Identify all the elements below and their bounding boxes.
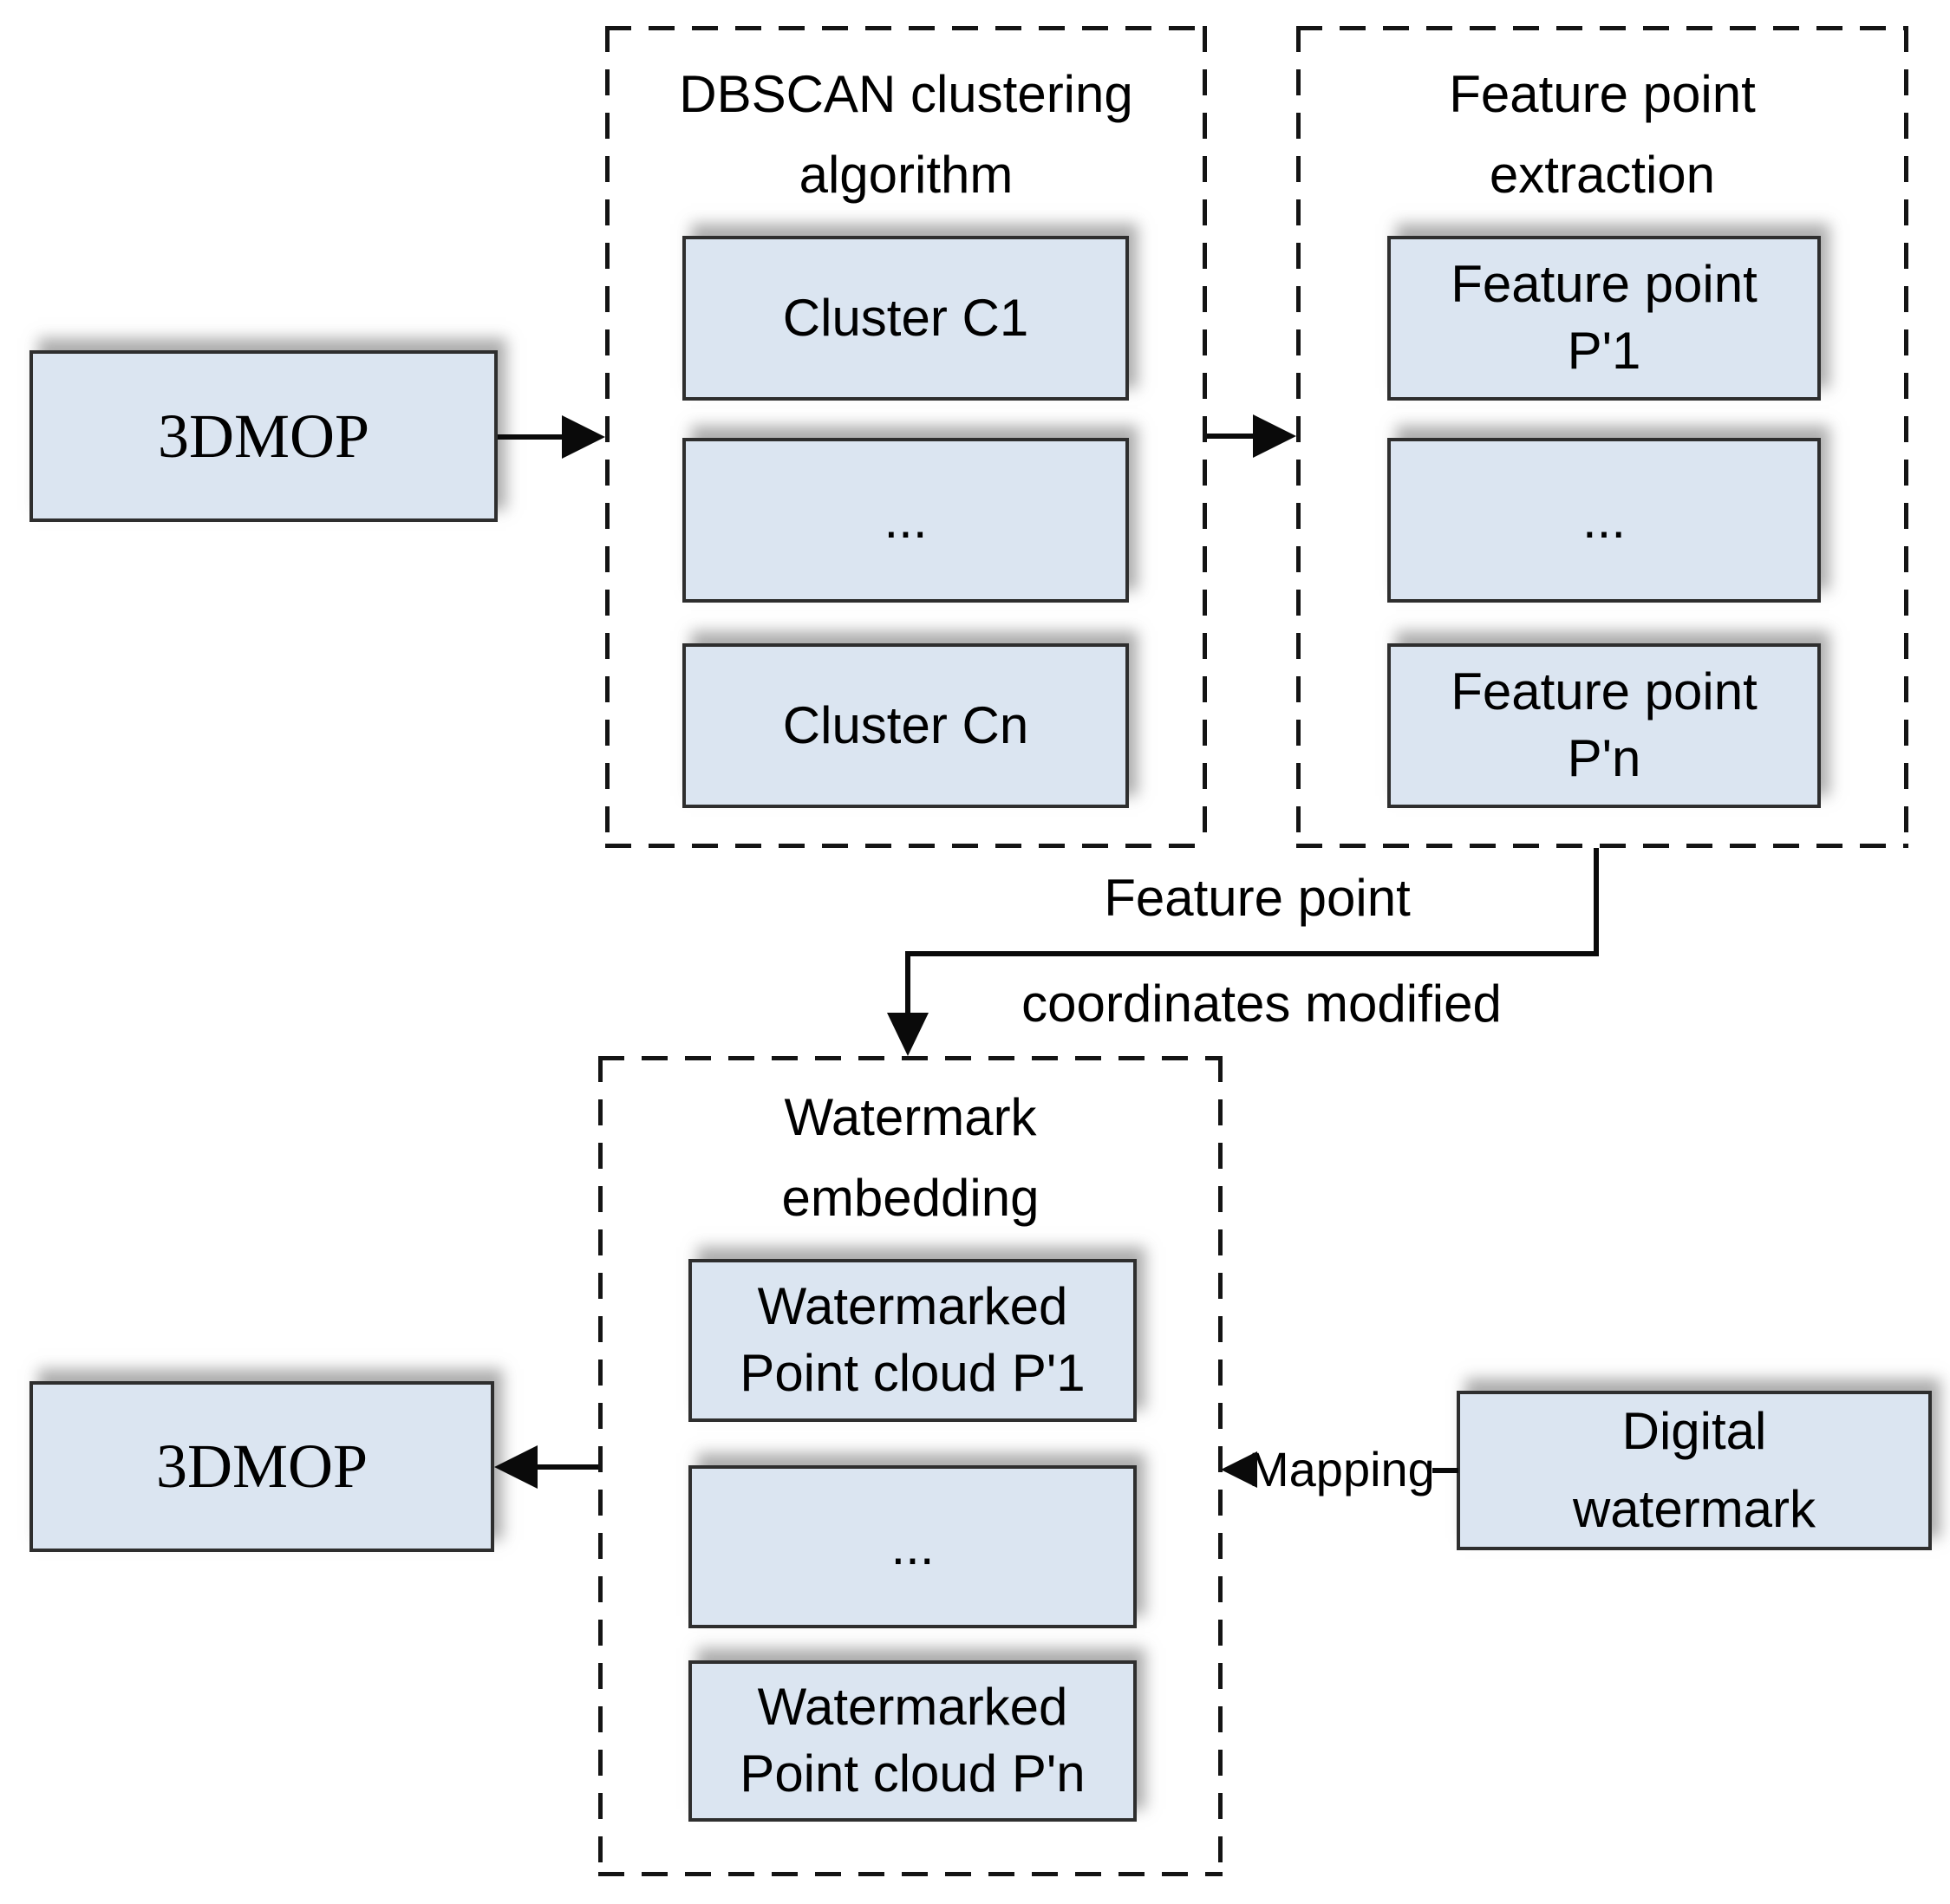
connector-horizontal-line: [905, 951, 1599, 956]
extraction-border-bottom: [1296, 844, 1908, 848]
embedding-border-top: [598, 1056, 1223, 1060]
watermarked-ellipsis-label: ...: [890, 1516, 935, 1575]
extraction-border-top: [1296, 26, 1908, 30]
output-3dmop-label: 3DMOP: [155, 1431, 368, 1502]
arrow-source-to-clustering-line: [498, 434, 567, 440]
extraction-container: Feature point extraction Feature point P…: [1296, 26, 1908, 848]
feature-point-pn-line1: Feature point: [1451, 662, 1758, 721]
mapping-label: Mapping: [1249, 1442, 1435, 1496]
digital-watermark-label-line2: watermark: [1572, 1480, 1816, 1538]
clustering-border-right: [1203, 26, 1207, 848]
connector-embedding-down-head: [887, 1013, 929, 1056]
extraction-border-left: [1296, 26, 1301, 848]
embedding-title-line2: embedding: [781, 1169, 1040, 1227]
clustering-border-top: [605, 26, 1207, 30]
connector-extraction-down-line: [1594, 848, 1599, 956]
mapping-connector-line: [1432, 1468, 1458, 1473]
watermarked-p1-line1: Watermarked: [757, 1277, 1068, 1336]
watermarked-p1-node: Watermarked Point cloud P'1: [688, 1259, 1137, 1422]
feature-point-ellipsis-label: ...: [1582, 490, 1626, 549]
feature-point-pn-node: Feature point P'n: [1387, 643, 1821, 808]
feature-point-p1-node: Feature point P'1: [1387, 236, 1821, 401]
clustering-title: DBSCAN clustering algorithm: [605, 54, 1207, 215]
clustering-border-bottom: [605, 844, 1207, 848]
cluster-c1-label: Cluster C1: [782, 288, 1029, 347]
embedding-border-left: [598, 1056, 603, 1876]
source-3dmop-label: 3DMOP: [157, 401, 370, 471]
cluster-c1-node: Cluster C1: [682, 236, 1129, 401]
arrow-clustering-to-extraction-head: [1253, 414, 1296, 458]
extraction-title-line1: Feature point: [1449, 65, 1756, 123]
embedding-container: Watermark embedding Watermarked Point cl…: [598, 1056, 1223, 1876]
arrow-source-to-clustering-head: [562, 415, 605, 459]
digital-watermark-label-line1: Digital: [1621, 1402, 1767, 1460]
mapping-arrow-head: [1221, 1451, 1257, 1488]
watermarked-pn-line2: Point cloud P'n: [740, 1744, 1086, 1803]
clustering-title-line1: DBSCAN clustering: [679, 65, 1133, 123]
extraction-border-right: [1904, 26, 1908, 848]
arrow-embedding-to-output-line: [532, 1464, 598, 1470]
feature-point-p1-line1: Feature point: [1451, 255, 1758, 314]
source-3dmop-node: 3DMOP: [29, 350, 498, 522]
arrow-embedding-to-output-head: [494, 1445, 538, 1489]
output-3dmop-node: 3DMOP: [29, 1381, 494, 1552]
watermarked-ellipsis-node: ...: [688, 1465, 1137, 1628]
clustering-border-left: [605, 26, 610, 848]
arrow-clustering-to-extraction-line: [1207, 434, 1257, 439]
extraction-title: Feature point extraction: [1296, 54, 1908, 215]
watermarked-p1-line2: Point cloud P'1: [740, 1344, 1086, 1402]
cluster-cn-label: Cluster Cn: [782, 695, 1029, 754]
feature-point-pn-line2: P'n: [1567, 729, 1641, 787]
watermarked-pn-line1: Watermarked: [757, 1678, 1068, 1737]
cluster-cn-node: Cluster Cn: [682, 643, 1129, 808]
feature-point-p1-line2: P'1: [1567, 322, 1641, 380]
embedding-title-line1: Watermark: [784, 1088, 1037, 1146]
cluster-ellipsis-node: ...: [682, 438, 1129, 603]
coordinates-modified-label-line2: coordinates modified: [1021, 975, 1502, 1033]
embedding-border-right: [1218, 1056, 1223, 1876]
coordinates-modified-label-line1: Feature point: [1104, 869, 1411, 927]
cluster-ellipsis-label: ...: [884, 490, 928, 549]
clustering-container: DBSCAN clustering algorithm Cluster C1 .…: [605, 26, 1207, 848]
feature-point-ellipsis-node: ...: [1387, 438, 1821, 603]
clustering-title-line2: algorithm: [799, 146, 1014, 204]
extraction-title-line2: extraction: [1489, 146, 1716, 204]
watermarked-pn-node: Watermarked Point cloud P'n: [688, 1660, 1137, 1822]
embedding-title: Watermark embedding: [598, 1077, 1223, 1238]
connector-embedding-down-line: [905, 951, 910, 1017]
embedding-border-bottom: [598, 1872, 1223, 1876]
digital-watermark-node: Digital watermark: [1457, 1391, 1932, 1550]
